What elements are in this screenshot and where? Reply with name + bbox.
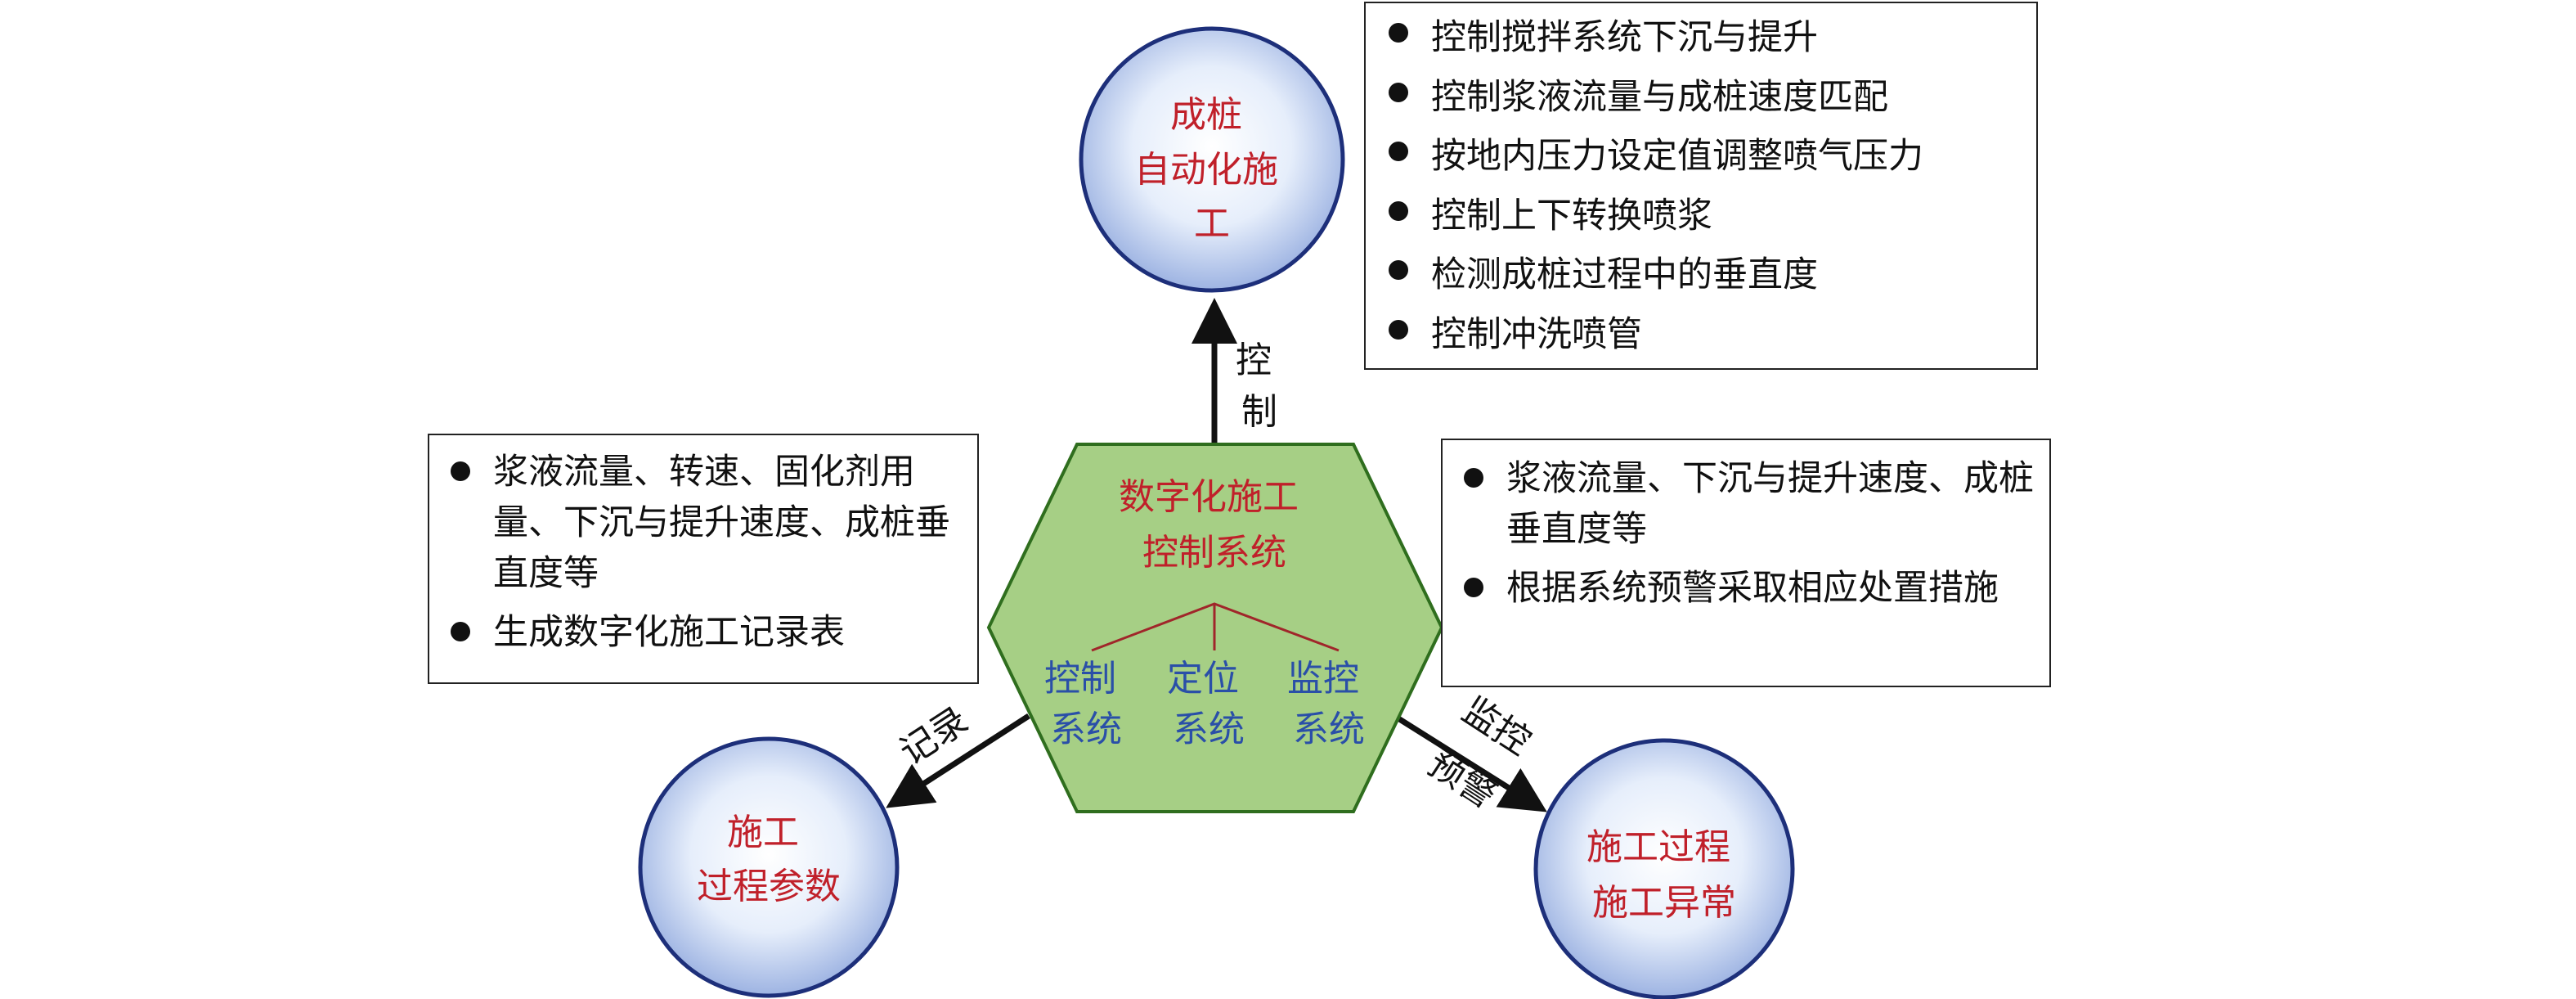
hub-title: 数字化施工 控制系统 <box>1119 476 1310 574</box>
bullet-list: 浆液流量、下沉与提升速度、成桩垂直度等 根据系统预警采取相应处置措施 <box>1451 453 2036 614</box>
bullet-item: 按地内压力设定值调整喷气压力 <box>1376 127 2020 187</box>
bullet-item: 浆液流量、转速、固化剂用量、下沉与提升速度、成桩垂直度等 <box>438 447 964 599</box>
info-box-top: 控制搅拌系统下沉与提升 控制浆液流量与成桩速度匹配 按地内压力设定值调整喷气压力… <box>1364 2 2038 370</box>
subsystem-line: 控制 <box>1044 658 1116 700</box>
bullet-item: 控制搅拌系统下沉与提升 <box>1376 8 2020 68</box>
subsystem-line: 监控 <box>1287 658 1359 700</box>
subsystem-line: 系统 <box>1050 709 1122 750</box>
arrow-to-bottom-right-node <box>1393 713 1547 812</box>
subsystem-line: 系统 <box>1173 709 1245 750</box>
subsystem-control: 控制 系统 <box>1044 658 1128 750</box>
node-circle-top <box>1079 26 1345 293</box>
bullet-item: 控制上下转换喷浆 <box>1376 187 2020 246</box>
info-box-left: 浆液流量、转速、固化剂用量、下沉与提升速度、成桩垂直度等 生成数字化施工记录表 <box>428 434 979 684</box>
edge-label-record: 记录 <box>892 699 976 773</box>
node-label-line: 工 <box>1194 203 1230 245</box>
edge-label-char: 制 <box>1241 391 1277 433</box>
node-label-bottom-right: 施工过程 施工异常 <box>1586 826 1742 924</box>
node-label-line: 施工 <box>727 812 799 853</box>
edge-label-char: 控 <box>1236 340 1272 381</box>
node-label-bottom-left: 施工 过程参数 <box>697 812 841 907</box>
node-label-line: 自动化施 <box>1134 149 1278 191</box>
bullet-list: 浆液流量、转速、固化剂用量、下沉与提升速度、成桩垂直度等 生成数字化施工记录表 <box>438 447 964 658</box>
edge-label-control: 控 制 <box>1236 340 1283 433</box>
node-label-line: 施工过程 <box>1586 826 1730 868</box>
subsystem-line: 定位 <box>1167 658 1239 700</box>
subsystem-monitoring: 监控 系统 <box>1287 658 1371 750</box>
subsystem-line: 系统 <box>1293 709 1365 750</box>
edge-label-warning: 预警 <box>1420 742 1504 817</box>
bullet-item: 控制冲洗喷管 <box>1376 305 2020 365</box>
node-circle-bottom-left <box>638 736 900 998</box>
node-label-line: 施工异常 <box>1592 882 1736 924</box>
bullet-item: 检测成桩过程中的垂直度 <box>1376 245 2020 305</box>
arrow-to-bottom-left-node <box>886 713 1030 808</box>
bullet-item: 控制浆液流量与成桩速度匹配 <box>1376 68 2020 128</box>
subsystem-positioning: 定位 系统 <box>1167 658 1250 750</box>
hub-title-line: 控制系统 <box>1142 532 1286 574</box>
node-label-top: 成桩 自动化施 工 <box>1134 94 1290 245</box>
subsystem-connector <box>1091 602 1340 652</box>
edge-label-monitor: 监控 <box>1455 689 1538 763</box>
bullet-item: 浆液流量、下沉与提升速度、成桩垂直度等 <box>1451 453 2036 555</box>
bullet-list: 控制搅拌系统下沉与提升 控制浆液流量与成桩速度匹配 按地内压力设定值调整喷气压力… <box>1376 8 2020 364</box>
info-box-right: 浆液流量、下沉与提升速度、成桩垂直度等 根据系统预警采取相应处置措施 <box>1441 439 2051 687</box>
bullet-item: 根据系统预警采取相应处置措施 <box>1451 563 2036 614</box>
node-label-line: 成桩 <box>1170 94 1242 136</box>
node-circle-bottom-right <box>1533 738 1795 999</box>
bullet-item: 生成数字化施工记录表 <box>438 607 964 658</box>
hub-title-line: 数字化施工 <box>1119 476 1299 518</box>
node-label-line: 过程参数 <box>697 866 841 907</box>
